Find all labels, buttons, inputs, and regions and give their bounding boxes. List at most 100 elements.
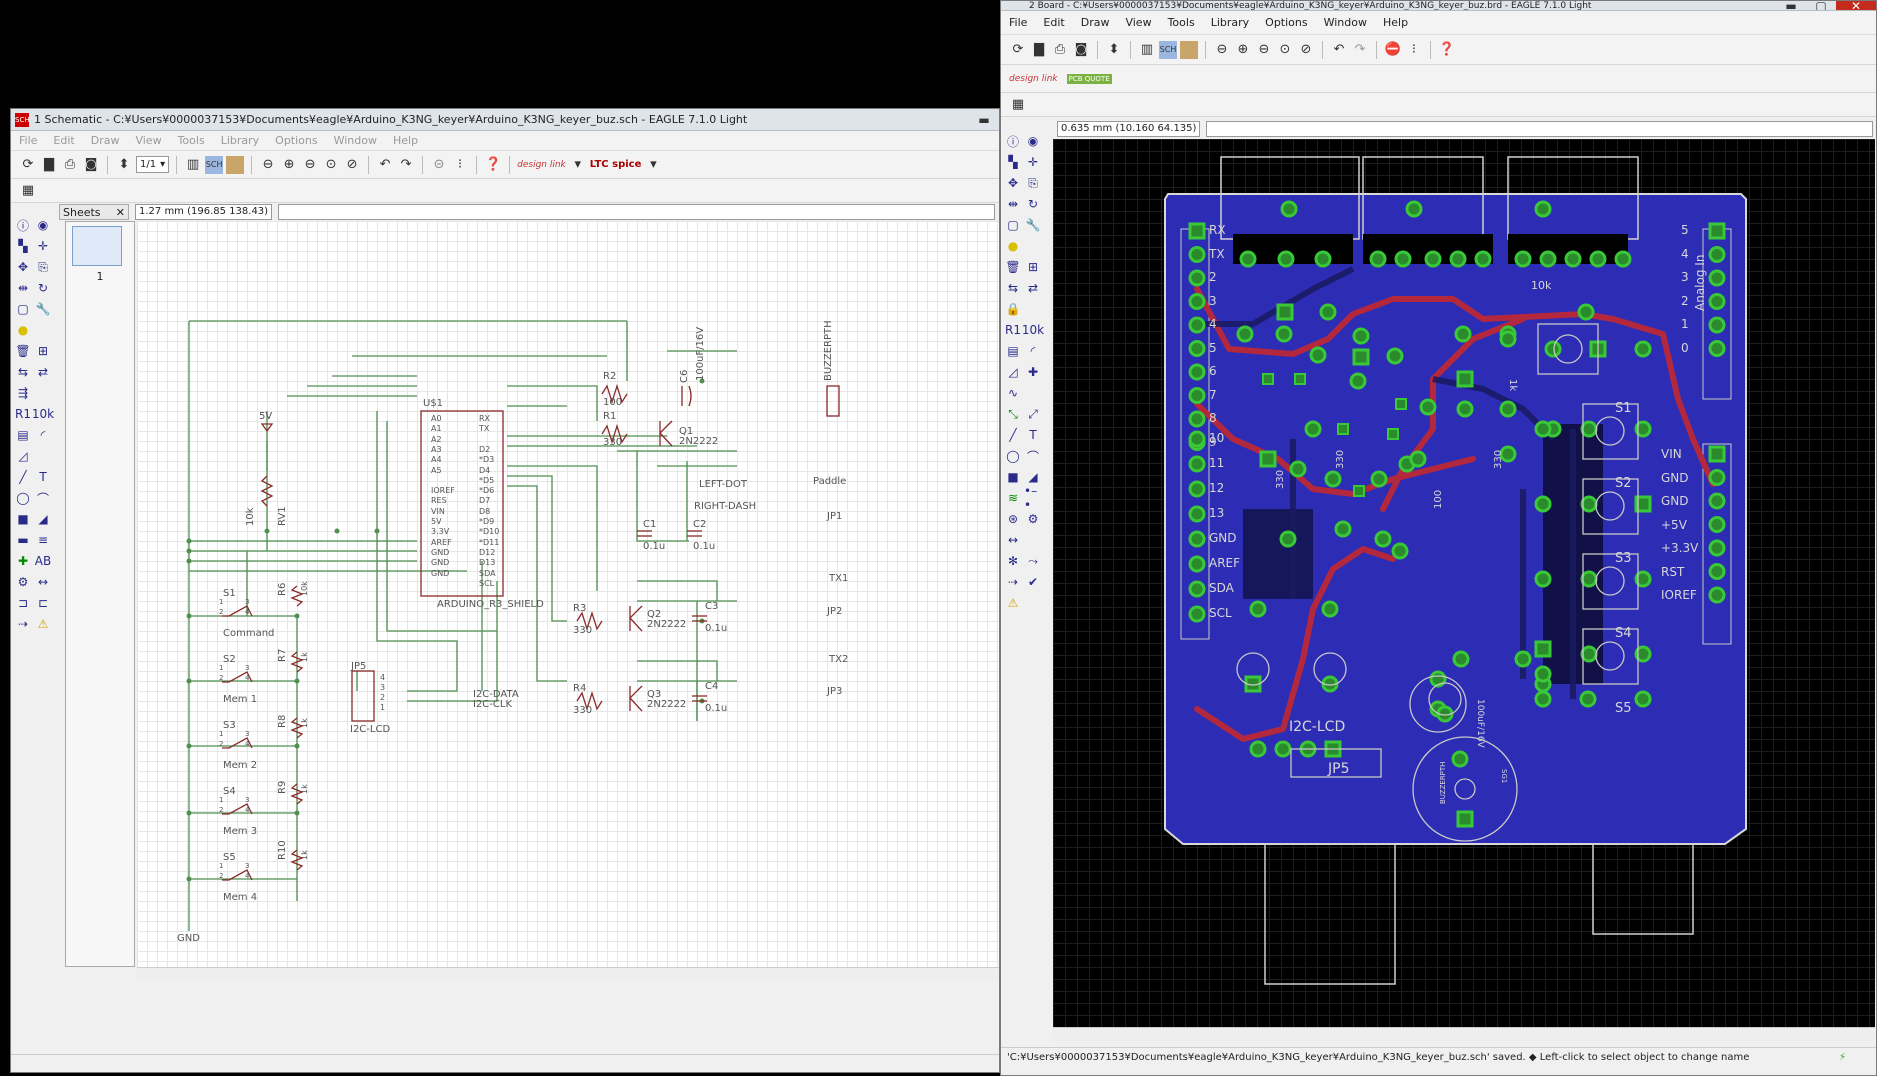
- brd-switch-icon[interactable]: ⬍: [1108, 42, 1120, 57]
- brd-circle-icon[interactable]: ◯: [1006, 449, 1020, 463]
- ltcspice-dropdown-icon[interactable]: ▾: [650, 157, 657, 172]
- brd-erc-icon[interactable]: ⇢: [1007, 575, 1019, 589]
- zoom-out-icon[interactable]: ⊖: [304, 157, 316, 172]
- change-icon[interactable]: 🔧: [35, 302, 51, 316]
- delete-icon[interactable]: 🗑: [15, 344, 31, 358]
- brd-polygon-icon[interactable]: ◢: [1028, 470, 1038, 484]
- wire-icon[interactable]: ╱: [19, 470, 27, 484]
- schematic-titlebar[interactable]: SCH 1 Schematic - C:¥Users¥0000037153¥Do…: [11, 109, 999, 131]
- junction-icon[interactable]: ✚: [17, 554, 29, 568]
- text-icon[interactable]: T: [39, 470, 47, 484]
- brd-group-icon[interactable]: ▢: [1007, 218, 1019, 232]
- brd-move-icon[interactable]: ✥: [1007, 176, 1019, 190]
- brd-via-icon[interactable]: ≋: [1007, 491, 1019, 505]
- board-minimize-button[interactable]: ▬: [1785, 1, 1797, 11]
- brd-ratsnest-icon[interactable]: ✻: [1007, 554, 1019, 568]
- mark-icon[interactable]: ✛: [37, 239, 49, 253]
- brd-menu-view[interactable]: View: [1125, 15, 1152, 29]
- help-icon[interactable]: ❓: [485, 157, 502, 172]
- brd-mirror-icon[interactable]: ⇹: [1007, 197, 1019, 211]
- mirror-icon[interactable]: ⇹: [17, 281, 29, 295]
- frame-icon[interactable]: ⊏: [37, 596, 49, 610]
- cam-icon[interactable]: ◙: [84, 157, 98, 172]
- brd-name-icon[interactable]: R1: [1005, 323, 1021, 337]
- bus-icon[interactable]: ▬: [17, 533, 29, 547]
- brd-zoom-redraw-icon[interactable]: ⊙: [1279, 42, 1291, 57]
- brd-signal-icon[interactable]: •–•: [1024, 484, 1038, 512]
- show-icon[interactable]: ◉: [37, 218, 49, 232]
- brd-menu-options[interactable]: Options: [1265, 15, 1308, 29]
- sheets-close-icon[interactable]: ✕: [115, 205, 125, 219]
- circle-icon[interactable]: ◯: [16, 491, 30, 505]
- stop-icon[interactable]: ⊝: [433, 157, 445, 172]
- sheet-select[interactable]: 1/1▾: [136, 156, 170, 173]
- brd-add-icon[interactable]: ⊞: [1027, 260, 1039, 274]
- brd-sch-icon[interactable]: SCH: [1159, 40, 1177, 59]
- brd-help-icon[interactable]: ❓: [1438, 42, 1456, 57]
- move-icon[interactable]: ✥: [17, 260, 29, 274]
- brd-hole-icon[interactable]: ⊛: [1007, 512, 1019, 526]
- grid-icon[interactable]: ▦: [21, 183, 35, 198]
- brd-dimension-icon[interactable]: ↔: [1007, 533, 1019, 547]
- undo-icon[interactable]: ↶: [379, 157, 391, 172]
- brd-designlink-logo[interactable]: design link: [1009, 73, 1058, 84]
- add-icon[interactable]: ⊞: [37, 344, 49, 358]
- brd-cam-icon[interactable]: ◙: [1074, 42, 1088, 57]
- brd-zoom-select-icon[interactable]: ⊘: [1300, 42, 1312, 57]
- sch-icon[interactable]: SCH: [205, 155, 224, 174]
- brd-stop-icon[interactable]: ⛔: [1384, 42, 1402, 57]
- board-switch-icon[interactable]: ⬍: [118, 157, 130, 172]
- zoom-select-icon[interactable]: ⊘: [346, 157, 358, 172]
- brd-icon[interactable]: [226, 155, 245, 174]
- attribute-icon[interactable]: ⚙: [17, 575, 29, 589]
- brd-optimize-icon[interactable]: ✚: [1027, 365, 1039, 379]
- brd-menu-library[interactable]: Library: [1210, 15, 1250, 29]
- gate-icon[interactable]: ⊐: [17, 596, 29, 610]
- brd-split-icon[interactable]: ◿: [1008, 365, 1018, 379]
- brd-script-icon[interactable]: ⟳: [1012, 42, 1024, 57]
- redo-icon[interactable]: ↷: [400, 157, 412, 172]
- brd-undo-icon[interactable]: ↶: [1333, 42, 1345, 57]
- zoom-in-icon[interactable]: ⊕: [283, 157, 295, 172]
- brd-attribute-icon[interactable]: ⚙: [1027, 512, 1039, 526]
- sch-menu-window[interactable]: Window: [333, 133, 377, 147]
- brd-display-icon[interactable]: ▚: [1008, 155, 1018, 169]
- brd-show-icon[interactable]: ◉: [1027, 134, 1039, 148]
- brd-redo-icon[interactable]: ↷: [1354, 42, 1366, 57]
- brd-delete-icon[interactable]: 🗑: [1005, 260, 1021, 274]
- brd-paste-icon[interactable]: ●: [1007, 239, 1019, 253]
- label-icon[interactable]: AB: [34, 554, 52, 568]
- brd-lock-icon[interactable]: 🔒: [1005, 302, 1021, 316]
- board-maximize-button[interactable]: ▢: [1815, 1, 1827, 11]
- board-titlebar[interactable]: 2 Board - C:¥Users¥0000037153¥Documents¥…: [1001, 1, 1876, 11]
- designlink-logo[interactable]: design link: [517, 159, 566, 170]
- ltcspice-logo[interactable]: LTC spice: [589, 159, 642, 170]
- smash-icon[interactable]: ▤: [17, 428, 29, 442]
- brd-menu-file[interactable]: File: [1009, 15, 1028, 29]
- board-command-line[interactable]: [1206, 121, 1873, 137]
- sch-menu-options[interactable]: Options: [275, 133, 318, 147]
- brd-smash-icon[interactable]: ▤: [1007, 344, 1019, 358]
- schematic-hscrollbar[interactable]: [137, 967, 999, 979]
- brd-go-icon[interactable]: ⁝: [1411, 42, 1417, 57]
- minimize-button[interactable]: ▬: [978, 112, 990, 127]
- brd-text-icon[interactable]: T: [1029, 428, 1037, 442]
- board-hscrollbar[interactable]: [1053, 1027, 1875, 1041]
- zoom-fit-icon[interactable]: ⊖: [262, 157, 274, 172]
- brd-menu-help[interactable]: Help: [1382, 15, 1409, 29]
- brd-grid-icon[interactable]: ▦: [1011, 97, 1025, 112]
- sheet-thumbnail[interactable]: [72, 226, 122, 266]
- brd-ripup-icon[interactable]: ⤢: [1028, 406, 1038, 421]
- brd-miter-icon[interactable]: ◜: [1030, 344, 1036, 358]
- dimension-icon[interactable]: ↔: [37, 575, 49, 589]
- brd-menu-draw[interactable]: Draw: [1080, 15, 1110, 29]
- brd-arc-icon[interactable]: ⌒: [1026, 449, 1039, 464]
- sch-menu-view[interactable]: View: [135, 133, 162, 147]
- brd-wire-icon[interactable]: ╱: [1009, 428, 1017, 442]
- brd-value-icon[interactable]: 10k: [1021, 323, 1045, 337]
- erc-icon[interactable]: ⇢: [17, 617, 29, 631]
- warning-icon[interactable]: ⚠: [37, 617, 49, 631]
- brd-print-icon[interactable]: ⎙: [1054, 42, 1066, 57]
- info-icon[interactable]: ⓘ: [16, 218, 29, 233]
